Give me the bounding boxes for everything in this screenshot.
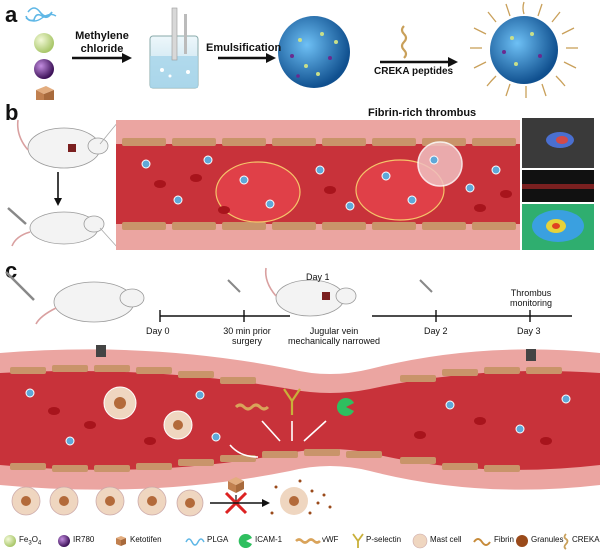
fe3o4-sphere-icon	[34, 33, 54, 53]
fe3o4-sphere-icon	[4, 535, 16, 547]
legend-granules-label: Granules	[531, 535, 564, 544]
panel-a-letter: a	[5, 2, 18, 27]
granules-sphere-icon	[516, 535, 528, 547]
timeline-day2: Day 2	[424, 326, 448, 336]
nanoparticle-core-icon	[278, 16, 350, 88]
rat-icon-c	[35, 281, 145, 325]
legend-fe3o4-label: Fe3O4	[19, 535, 42, 547]
syringe-icon-c	[5, 271, 35, 301]
degranulating-mast-cell	[270, 479, 332, 515]
panel-a-graphic	[25, 1, 578, 100]
arrow-to-functionalized	[380, 57, 458, 67]
p-selectin-y-icon	[283, 388, 301, 415]
legend-plga-label: PLGA	[207, 535, 229, 544]
zoom-circle	[417, 141, 463, 187]
legend-p-selectin-label: P-selectin	[366, 535, 402, 544]
creka-peptide-icon	[400, 25, 408, 59]
timeline-day0: Day 0	[146, 326, 170, 336]
arrow-to-nanoparticle	[218, 53, 276, 63]
ketotifen-cube-icon-c	[228, 477, 244, 493]
icam1-pacman-icon	[336, 398, 354, 416]
imaging-inset-photoacoustic	[522, 118, 594, 168]
p-selectin-y-icon	[352, 533, 364, 548]
creka-peptide-icon	[563, 533, 569, 550]
legend-icons	[4, 533, 569, 550]
legend-ketotifen-label: Ketotifen	[130, 535, 162, 544]
imaging-inset-ultrasound	[522, 170, 594, 202]
vwf-chain-icon	[234, 403, 270, 411]
beaker-icon	[149, 7, 199, 89]
rat-icon-bottom	[11, 211, 105, 247]
arrow-to-beaker	[72, 53, 132, 63]
legend-mast-cell-label: Mast cell	[430, 535, 462, 544]
vwf-chain-icon	[295, 538, 321, 544]
vessel-clamp-right	[526, 349, 536, 361]
panel-b-letter: b	[5, 100, 19, 125]
ir780-sphere-icon	[34, 59, 54, 79]
plga-coil-icon	[25, 7, 57, 22]
creka-peptides-label: CREKA peptides	[374, 66, 454, 77]
panel-c-top-graphic	[5, 267, 572, 325]
timeline-day3: Day 3	[517, 326, 541, 336]
fibrin-thrombus-title: Fibrin-rich thrombus	[368, 107, 477, 119]
legend-vwf-label: vWF	[322, 535, 339, 544]
ketotifen-cube-icon	[116, 536, 126, 546]
emulsification-label: Emulsification	[206, 42, 282, 54]
panel-b-graphic	[7, 118, 594, 250]
thrombus-vessel	[116, 120, 520, 250]
icam1-pacman-icon	[238, 534, 252, 548]
imaging-inset-mri	[522, 204, 594, 250]
syringe-icon-c3	[419, 279, 433, 293]
ir780-sphere-icon	[58, 535, 70, 547]
vessel-clamp-left	[96, 345, 106, 357]
plga-coil-icon	[185, 538, 205, 546]
timeline-axis	[159, 310, 572, 322]
legend-creka-label: CREKA	[572, 535, 600, 544]
legend-fibrin-label: Fibrin	[494, 535, 515, 544]
panel-c-letter: c	[5, 258, 18, 283]
syringe-icon-c2	[227, 279, 241, 293]
ketotifen-cube-icon	[36, 86, 54, 100]
narrowed-vessel-lumen	[0, 371, 600, 470]
syringe-icon	[7, 207, 27, 225]
mast-cell-row	[11, 486, 204, 517]
fibrin-strand-icon	[473, 538, 491, 546]
rat-icon-top	[16, 119, 109, 169]
legend-ir780-label: IR780	[73, 535, 95, 544]
thrombus-clot-1	[215, 161, 301, 223]
creka-nanoparticle-icon	[470, 1, 578, 98]
mast-cell-icon	[412, 533, 428, 549]
timeline-day1: Day 1	[306, 272, 330, 282]
legend-icam1-label: ICAM-1	[255, 535, 283, 544]
panel-c-vessel-graphic	[0, 345, 600, 517]
rat-icon-c-surgery	[264, 267, 357, 317]
